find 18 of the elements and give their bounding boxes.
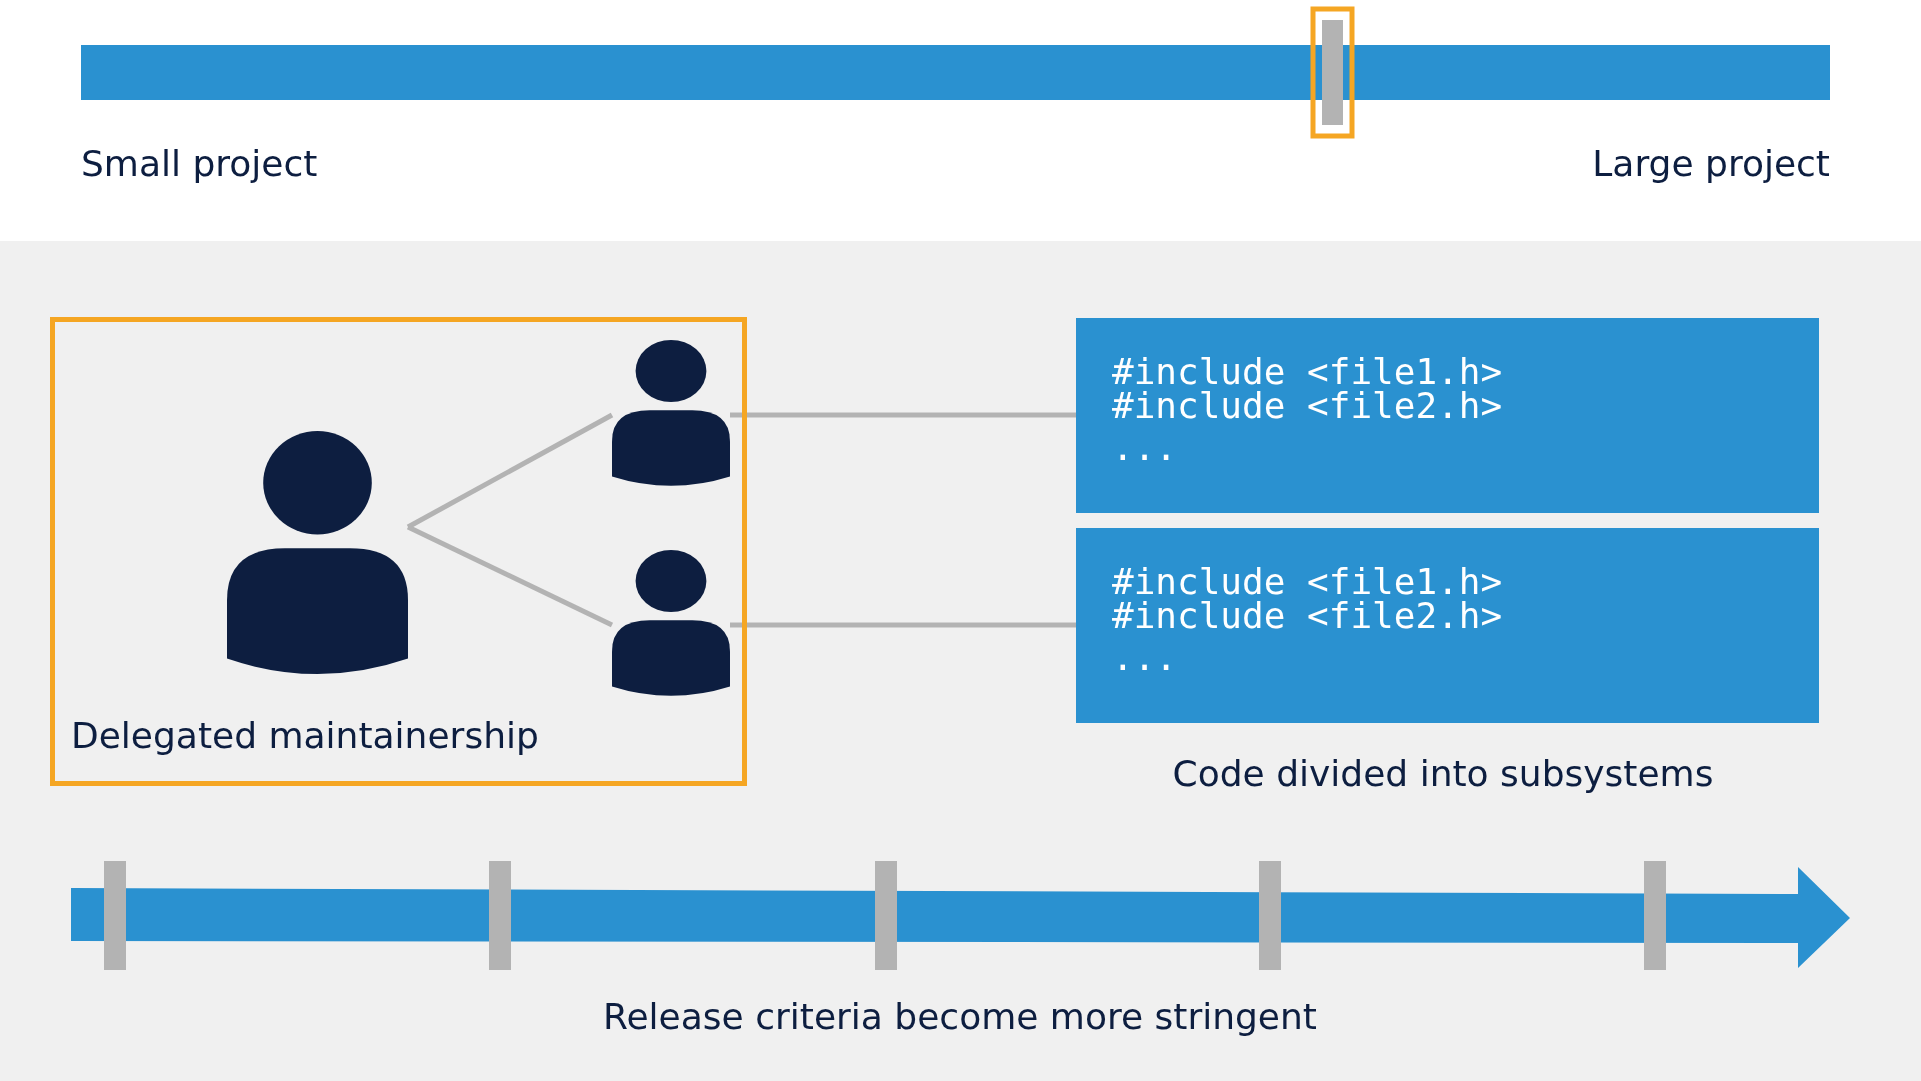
code-line: #include <file2.h> [1112, 388, 1503, 424]
connector-line [730, 412, 1076, 418]
connector-line [730, 622, 1076, 628]
connector-line [406, 524, 614, 628]
connector-line [406, 412, 614, 530]
caption-text: Code divided into subsystems [1172, 752, 1714, 796]
code-line: ... [1112, 430, 1178, 466]
group-title: Delegated maintainership [71, 714, 539, 758]
caption-text: Release criteria become more stringent [603, 995, 1317, 1039]
code-line: ... [1112, 640, 1178, 676]
code-line: #include <file1.h> [1112, 564, 1503, 600]
caption-text: Large project [1592, 142, 1830, 186]
code-line: #include <file2.h> [1112, 598, 1503, 634]
code-line: #include <file1.h> [1112, 354, 1503, 390]
code-panel [1076, 318, 1819, 513]
group-frame [50, 317, 747, 786]
caption-text: Small project [81, 142, 318, 186]
code-panel [1076, 528, 1819, 723]
